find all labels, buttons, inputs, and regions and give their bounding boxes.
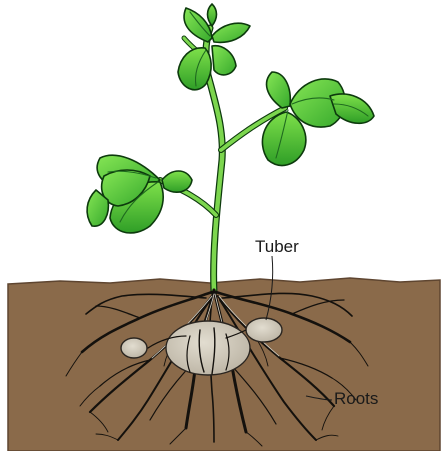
tuber-left <box>121 338 147 358</box>
tuber-right <box>246 318 282 342</box>
tuber-main <box>166 321 250 375</box>
right-leaves <box>262 72 374 165</box>
roots-label: Roots <box>334 389 378 408</box>
top-leaves <box>178 4 250 90</box>
tuber-label: Tuber <box>255 237 299 256</box>
left-leaves <box>87 155 192 233</box>
